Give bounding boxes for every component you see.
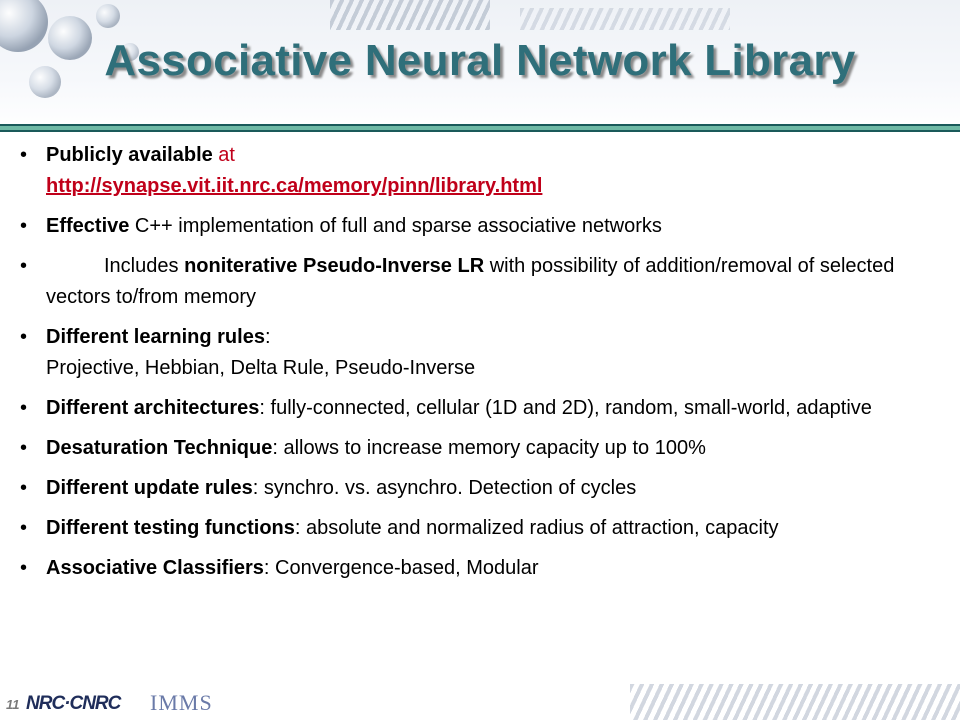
bullet-item: Associative Classifiers: Convergence-bas… (18, 553, 948, 584)
bullet-item: Publicly available at http://synapse.vit… (18, 140, 948, 202)
slide-content: Publicly available at http://synapse.vit… (18, 140, 948, 593)
bullet-item: Different testing functions: absolute an… (18, 513, 948, 544)
imms-logo: IMMS (150, 690, 213, 715)
library-link[interactable]: http://synapse.vit.iit.nrc.ca/memory/pin… (46, 175, 543, 197)
bullet-text: : fully-connected, cellular (1D and 2D),… (259, 397, 872, 419)
bullet-text: : (264, 326, 271, 348)
bullet-bold: Different architectures (46, 397, 260, 419)
bullet-bold: Different testing functions (46, 517, 295, 539)
decorative-bubbles (0, 0, 139, 98)
bullet-bold: Effective (46, 215, 130, 237)
bullet-item: Different update rules: synchro. vs. asy… (18, 473, 948, 504)
bullet-red-text: at (212, 144, 235, 166)
bullet-item: Different learning rules: Projective, He… (18, 322, 948, 384)
bullet-list: Publicly available at http://synapse.vit… (18, 140, 948, 584)
slide-title: Associative Neural Network Library (104, 36, 856, 85)
bullet-text: with possibility of addition/removal of … (46, 255, 895, 308)
bullet-text: : Convergence-based, Modular (263, 557, 539, 579)
nrc-cnrc-logo: NRC·CNRC (26, 693, 121, 714)
bullet-bold: noniterative Pseudo-Inverse LR (184, 255, 485, 277)
bullet-text: : synchro. vs. asynchro. Detection of cy… (252, 477, 637, 499)
bullet-bold: Associative Classifiers (46, 557, 264, 579)
page-number: 11 (6, 697, 20, 712)
bullet-bold: Publicly available (46, 144, 213, 166)
bullet-text-line2: Projective, Hebbian, Delta Rule, Pseudo-… (46, 357, 476, 379)
bullet-item: Includes noniterative Pseudo-Inverse LR … (18, 251, 948, 313)
bullet-item: Different architectures: fully-connected… (18, 393, 948, 424)
header-background (0, 0, 960, 130)
slide-footer: 11 NRC·CNRC IMMS (0, 684, 960, 720)
bullet-text: : absolute and normalized radius of attr… (294, 517, 779, 539)
bullet-text: : allows to increase memory capacity up … (272, 437, 706, 459)
bullet-bold: Different update rules (46, 477, 253, 499)
decorative-stripes (630, 684, 960, 720)
bullet-text: Includes (104, 255, 185, 277)
decorative-stripes (520, 8, 730, 30)
bullet-bold: Desaturation Technique (46, 437, 273, 459)
bullet-item: Effective C++ implementation of full and… (18, 211, 948, 242)
decorative-stripes (330, 0, 490, 30)
title-divider (0, 124, 960, 132)
bullet-item: Desaturation Technique: allows to increa… (18, 433, 948, 464)
bullet-bold: Different learning rules (46, 326, 265, 348)
bullet-text: C++ implementation of full and sparse as… (129, 215, 662, 237)
